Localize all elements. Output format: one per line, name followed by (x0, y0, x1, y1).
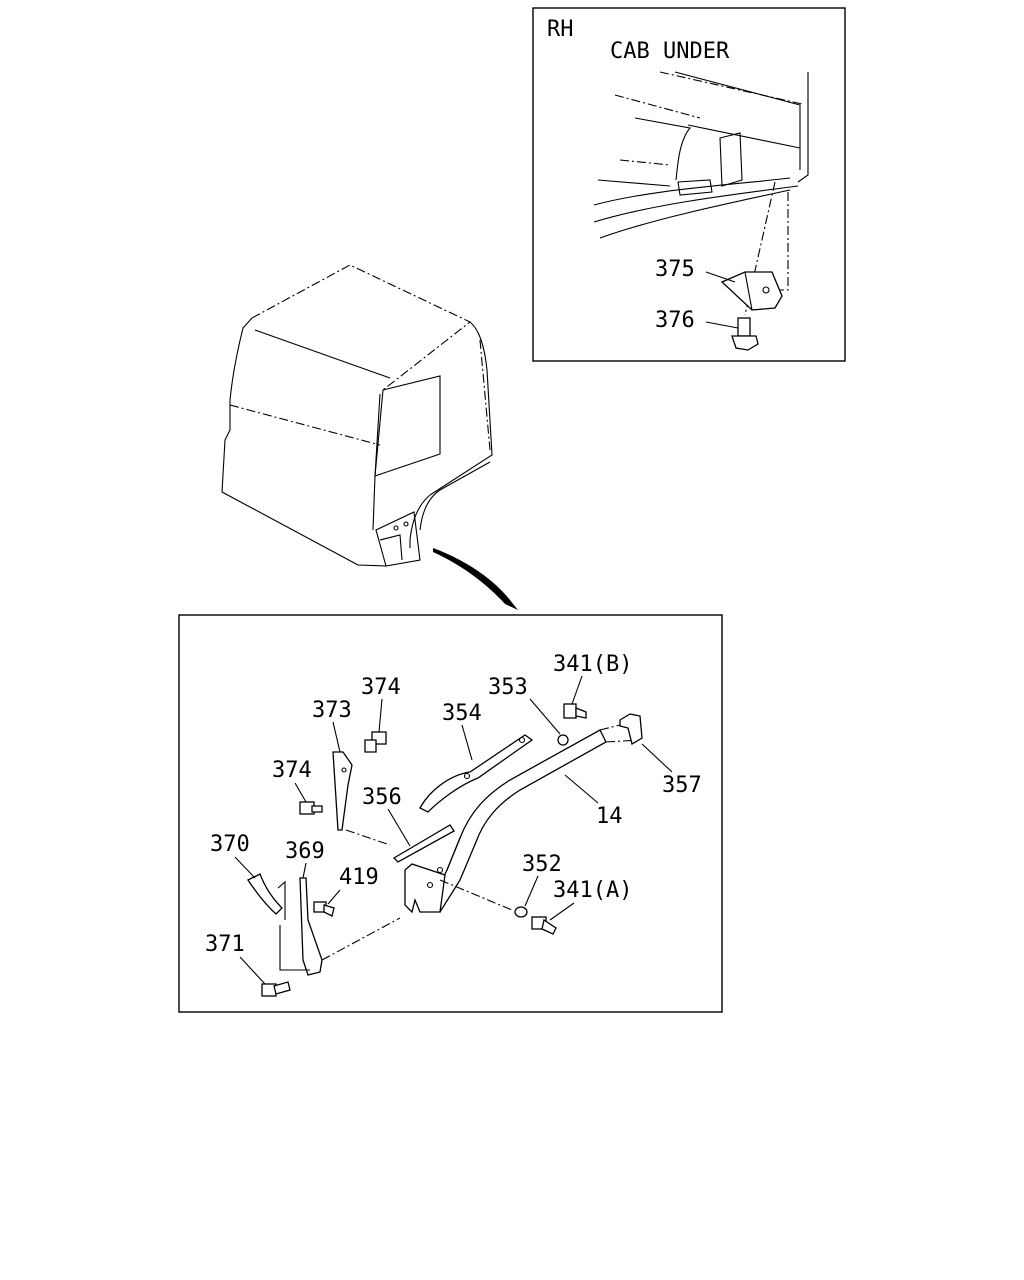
callout-370: 370 (210, 832, 256, 879)
callout-352: 352 (522, 852, 562, 907)
bracket-375 (720, 271, 783, 311)
strip-356 (392, 824, 455, 863)
callout-370-label: 370 (210, 832, 250, 857)
callout-375-label: 375 (655, 257, 695, 282)
rail-354 (419, 734, 534, 813)
callout-419: 419 (327, 865, 379, 905)
pointer-arrow (433, 548, 518, 610)
callout-341a: 341(A) (549, 878, 632, 921)
callout-374-upper: 374 (361, 675, 401, 733)
callout-373-label: 373 (312, 698, 352, 723)
callout-373: 373 (312, 698, 352, 753)
callout-356-label: 356 (362, 785, 402, 810)
bolt-341a (531, 916, 557, 935)
callout-354: 354 (442, 701, 482, 761)
callout-371-label: 371 (205, 932, 245, 957)
inset-side-label: RH (547, 17, 574, 42)
callout-376: 376 (655, 308, 739, 333)
callout-374-upper-label: 374 (361, 675, 401, 700)
callout-357: 357 (641, 743, 702, 798)
inset-rh-frame (532, 7, 846, 362)
washer-352 (514, 906, 528, 918)
callout-14: 14 (564, 774, 623, 829)
bolt-341b (563, 703, 587, 719)
bolt-374-upper (364, 731, 387, 753)
callout-371: 371 (205, 932, 266, 985)
callout-374-lower: 374 (272, 758, 312, 803)
bolt-371 (261, 981, 291, 997)
callout-341b-label: 341(B) (553, 652, 632, 677)
cab-overview (221, 264, 518, 610)
callout-369-label: 369 (285, 839, 325, 864)
clip-357 (619, 713, 643, 746)
callout-356: 356 (362, 785, 411, 847)
inset-caption: CAB UNDER (610, 39, 730, 64)
bolt-419 (313, 901, 335, 917)
callout-354-label: 354 (442, 701, 482, 726)
callout-14-label: 14 (596, 804, 623, 829)
bracket-373 (332, 751, 353, 831)
detail-panel: 341(B) 374 353 373 354 374 356 357 (178, 614, 723, 1013)
bolt-376 (731, 317, 759, 351)
callout-352-label: 352 (522, 852, 562, 877)
bracket-369 (299, 877, 323, 976)
detail-frame (178, 614, 723, 1013)
washer-353 (557, 734, 569, 746)
callout-369: 369 (285, 839, 325, 879)
bolt-374-lower (299, 801, 323, 815)
callout-341b: 341(B) (553, 652, 632, 705)
callout-374-lower-label: 374 (272, 758, 312, 783)
callout-353-label: 353 (488, 675, 528, 700)
callout-376-label: 376 (655, 308, 695, 333)
callout-375: 375 (655, 257, 736, 283)
callout-341a-label: 341(A) (553, 878, 632, 903)
inset-rh-panel: RH CAB UNDER (532, 7, 846, 362)
guard-370 (247, 873, 286, 920)
cab-under-sketch (593, 71, 809, 316)
callout-357-label: 357 (662, 773, 702, 798)
callout-353: 353 (488, 675, 561, 735)
callout-419-label: 419 (339, 865, 379, 890)
